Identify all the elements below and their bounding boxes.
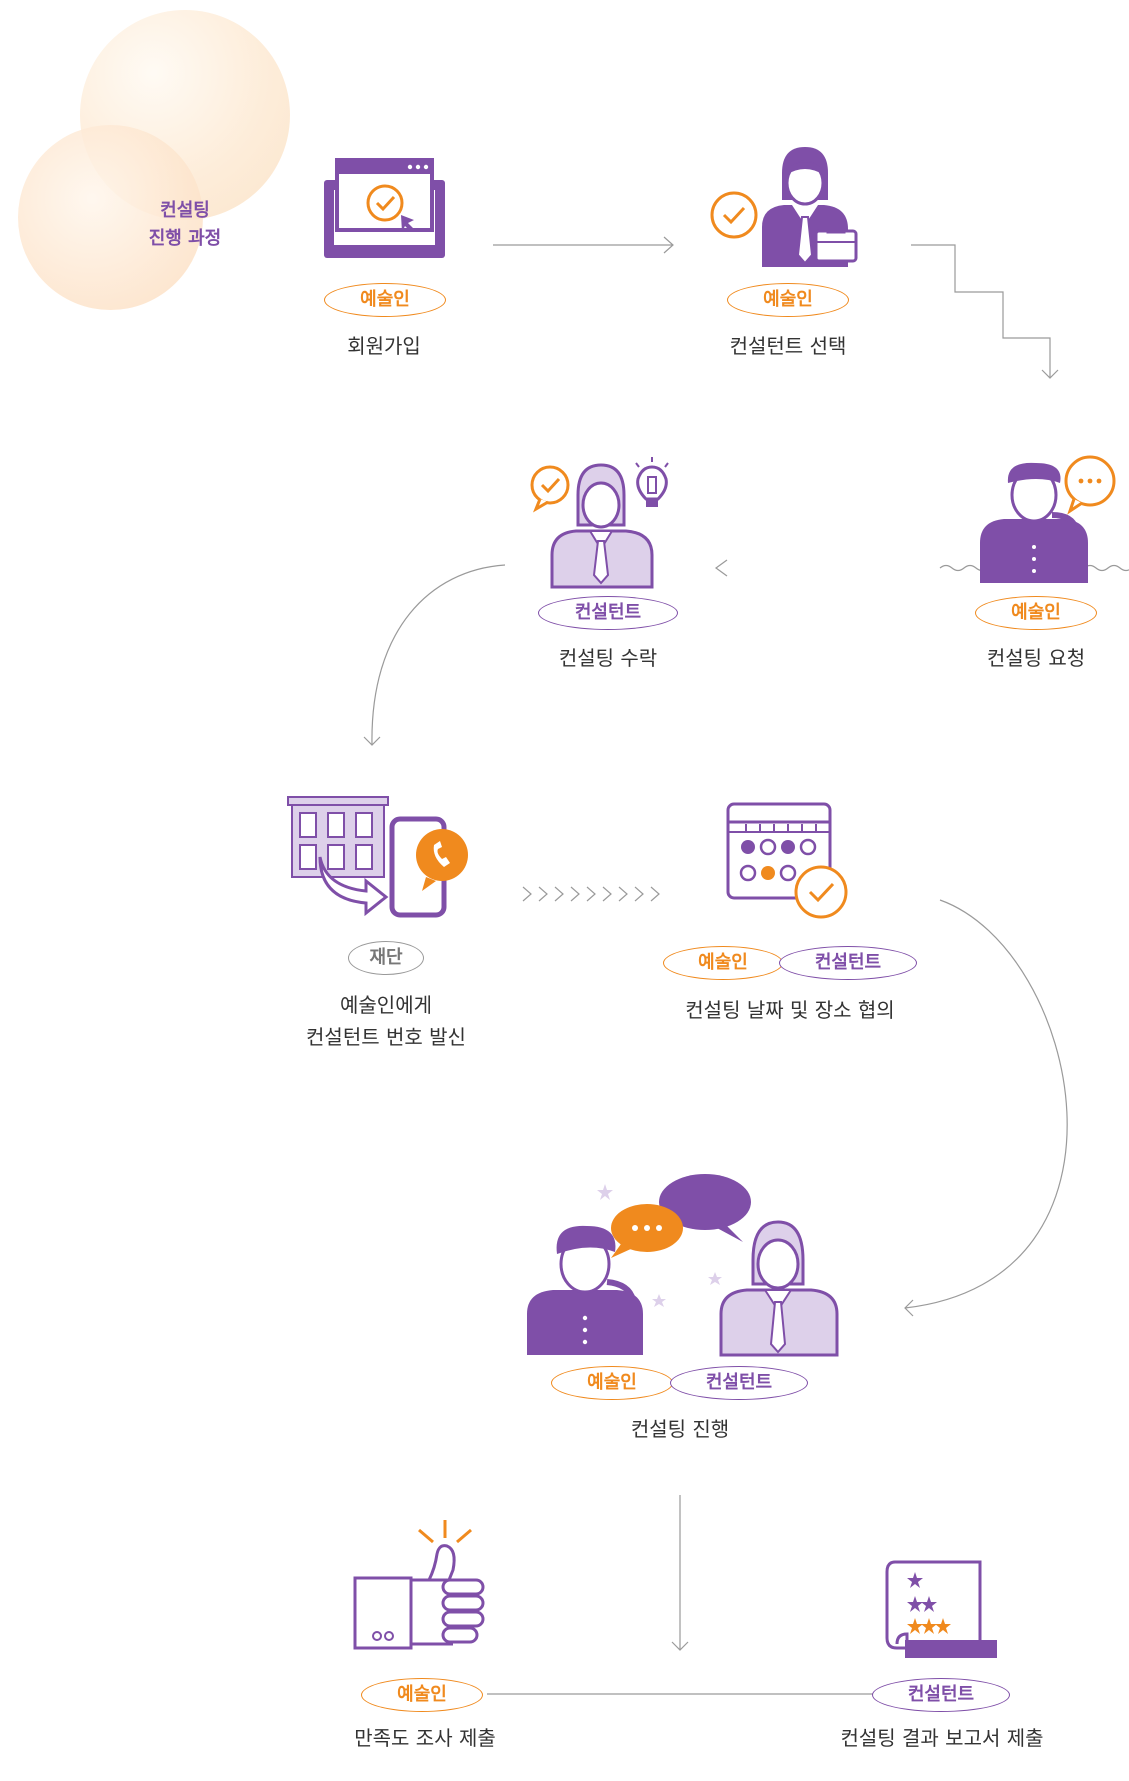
step-signup-label: 회원가입 [347, 334, 421, 358]
role-badge-artist: 예술인 [324, 283, 446, 317]
role-badge-artist: 예술인 [727, 283, 849, 317]
artist-chat-icon [980, 455, 1116, 583]
step-progress-label: 컨설팅 진행 [630, 1417, 730, 1441]
meeting-chat-icon [527, 1174, 839, 1357]
role-badge-artist: 예술인 [551, 1366, 673, 1400]
role-badge-consultant: 컨설턴트 [670, 1366, 808, 1400]
consultant-briefcase-icon [710, 147, 858, 267]
step-accept-label: 컨설팅 수락 [558, 646, 658, 670]
step-report-label: 컨설팅 결과 보고서 제출 [840, 1726, 1044, 1750]
role-badge-consultant: 컨설턴트 [872, 1678, 1010, 1712]
role-badge-artist: 예술인 [975, 596, 1097, 630]
title-line-2: 진행 과정 [148, 228, 222, 249]
calendar-check-icon [726, 802, 848, 919]
foundation-phone-icon [287, 796, 468, 918]
thumbs-up-icon [353, 1520, 485, 1650]
step-survey-label: 만족도 조사 제출 [354, 1726, 496, 1750]
step-request-label: 컨설팅 요청 [986, 646, 1086, 670]
role-badge-artist: 예술인 [663, 946, 783, 980]
report-stars-icon [885, 1560, 997, 1658]
step-send-label-line1: 예술인에게 [340, 993, 432, 1017]
role-badge-consultant: 컨설턴트 [779, 946, 917, 980]
step-negotiate-label: 컨설팅 날짜 및 장소 협의 [685, 998, 895, 1022]
title-line-1: 컨설팅 [160, 200, 210, 221]
role-badge-artist: 예술인 [361, 1678, 483, 1712]
monitor-check-icon [324, 158, 445, 258]
step-send-label-line2: 컨설턴트 번호 발신 [306, 1025, 466, 1049]
decor-circle-small [18, 125, 203, 310]
role-badge-foundation: 재단 [348, 941, 424, 975]
role-badge-consultant: 컨설턴트 [538, 596, 678, 630]
step-select-label: 컨설턴트 선택 [729, 334, 847, 358]
consultant-idea-icon [530, 457, 669, 589]
diagram-title: 컨설팅 진행 과정 [120, 197, 250, 253]
